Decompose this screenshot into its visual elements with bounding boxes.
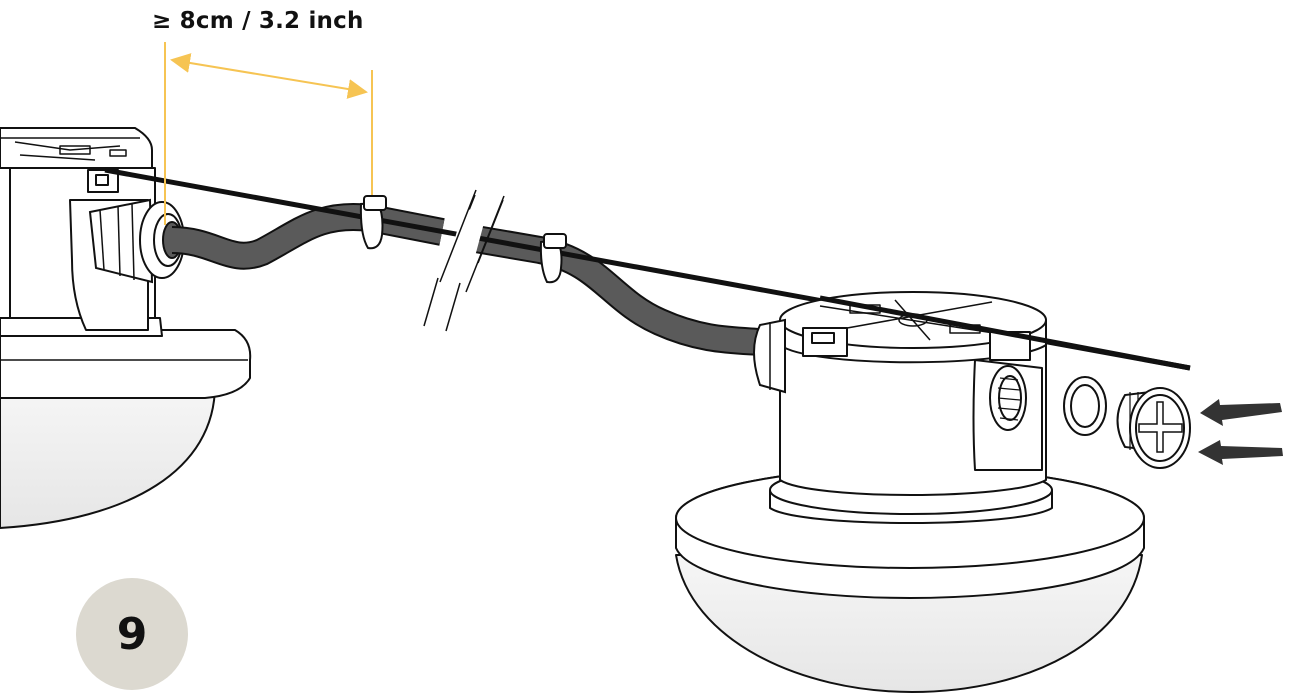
dimension-label: ≥ 8cm / 3.2 inch xyxy=(152,8,364,34)
left-dome xyxy=(0,384,216,529)
insert-arrows xyxy=(1198,399,1283,465)
step-number: 9 xyxy=(116,608,148,660)
cable-tie-1 xyxy=(359,195,387,250)
sealing-ring xyxy=(1063,376,1107,436)
right-light-fixture xyxy=(675,291,1145,693)
break-line-b xyxy=(465,195,505,293)
left-base-ring xyxy=(0,329,252,399)
insert-arrow-icon xyxy=(1198,440,1283,465)
support-wire-right xyxy=(819,295,1191,371)
left-cable-gland xyxy=(88,198,185,284)
cable-tie-2 xyxy=(539,233,567,284)
dimension-arrow xyxy=(170,53,368,99)
insert-arrow-icon xyxy=(1200,399,1282,426)
left-top-cap xyxy=(0,127,153,169)
blanking-plug xyxy=(1116,387,1191,469)
right-cable-gland xyxy=(753,318,786,394)
power-cable xyxy=(171,203,761,356)
cross-slot-icon xyxy=(1138,401,1183,453)
step-badge: 9 xyxy=(76,578,188,690)
dimension-indicator xyxy=(164,42,373,225)
break-line-a xyxy=(439,189,477,283)
